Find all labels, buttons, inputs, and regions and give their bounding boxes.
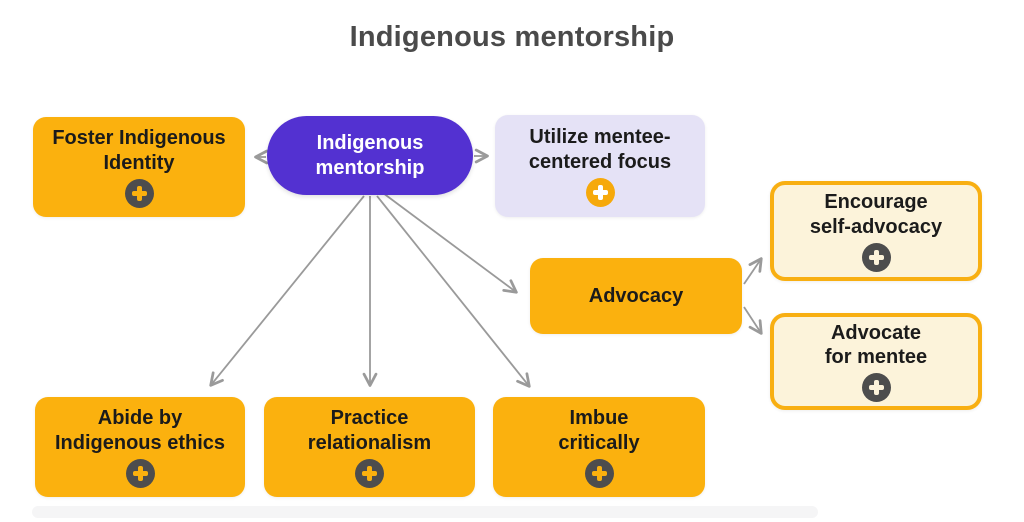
plus-icon[interactable] [861,242,891,272]
plus-icon[interactable] [584,458,614,488]
node-label: Practice relationalism [307,407,432,454]
mindmap-node-foster-indigenous-identity[interactable]: Foster Indigenous Identity [33,117,245,217]
plus-icon[interactable] [125,458,155,488]
mindmap-node-practice-relationalism[interactable]: Practice relationalism [264,397,475,497]
edge-root-abide [209,195,365,387]
node-label: Advocacy [588,284,684,307]
plus-icon[interactable] [585,177,615,207]
plus-icon[interactable] [124,178,154,208]
node-label: Foster Indigenous Identity [52,127,226,174]
mindmap-node-imbue-critically[interactable]: Imbue critically [493,397,705,497]
node-label: Imbue critically [558,407,640,454]
edge-root-imbue [376,195,531,388]
mindmap-node-advocacy[interactable]: Advocacy [530,258,742,334]
edge-advocacy-advocate [743,306,763,335]
mindmap-node-encourage-self-advocacy[interactable]: Encourage self-advocacy [770,181,982,281]
node-label: Indigenous mentorship [315,132,425,179]
mindmap-node-advocate-for-mentee[interactable]: Advocate for mentee [770,313,982,410]
footer-shadow-strip [32,506,818,518]
edge-advocacy-encourage [743,257,763,285]
mindmap-node-root[interactable]: Indigenous mentorship [267,116,473,195]
page-title: Indigenous mentorship [349,21,675,53]
node-label: Abide by Indigenous ethics [54,407,226,454]
node-label: Encourage self-advocacy [809,191,943,238]
plus-icon[interactable] [861,373,891,403]
mindmap-node-utilize-mentee-centered-focus[interactable]: Utilize mentee- centered focus [495,115,705,217]
node-label: Utilize mentee- centered focus [528,126,672,173]
node-label: Advocate for mentee [824,321,928,368]
plus-icon[interactable] [355,458,384,488]
mindmap-node-abide-by-indigenous-ethics[interactable]: Abide by Indigenous ethics [35,397,245,497]
